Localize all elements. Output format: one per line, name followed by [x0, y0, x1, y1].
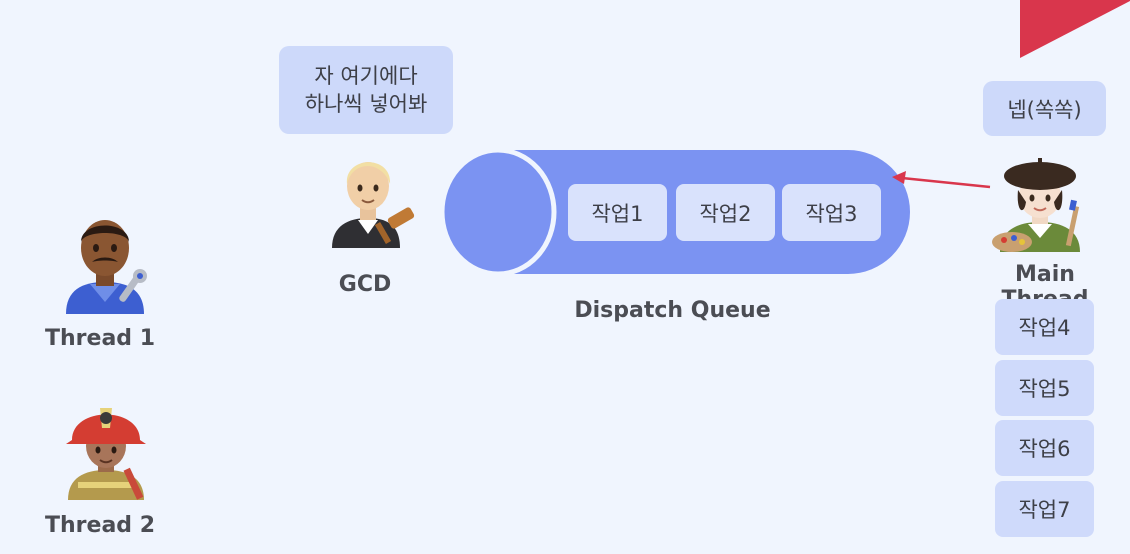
main-task-4: 작업4 [995, 299, 1094, 355]
thread1-label: Thread 1 [45, 326, 155, 351]
main-task-7: 작업7 [995, 481, 1094, 537]
main-speech-bubble: 넵(쏙쏙) [983, 81, 1106, 136]
dequeue-arrow [892, 171, 991, 189]
artist-woman-icon [990, 150, 1090, 252]
main-task-5: 작업5 [995, 360, 1094, 416]
mechanic-man-icon [60, 212, 150, 314]
queue-task-1: 작업1 [568, 184, 667, 241]
main-speech-text: 넵(쏙쏙) [1007, 97, 1082, 122]
dispatch-queue-label: Dispatch Queue [574, 298, 771, 323]
judge-icon [328, 150, 420, 248]
queue-task-2: 작업2 [676, 184, 775, 241]
gcd-speech-line1: 자 여기에다 [314, 64, 418, 88]
firefighter-woman-icon [60, 398, 152, 500]
queue-task-3: 작업3 [782, 184, 881, 241]
gcd-speech-line2: 하나씩 넣어봐 [304, 92, 428, 116]
gcd-speech-bubble: 자 여기에다 하나씩 넣어봐 [279, 46, 453, 134]
main-task-6: 작업6 [995, 420, 1094, 476]
gcd-label: GCD [338, 272, 392, 297]
thread2-label: Thread 2 [45, 513, 155, 538]
